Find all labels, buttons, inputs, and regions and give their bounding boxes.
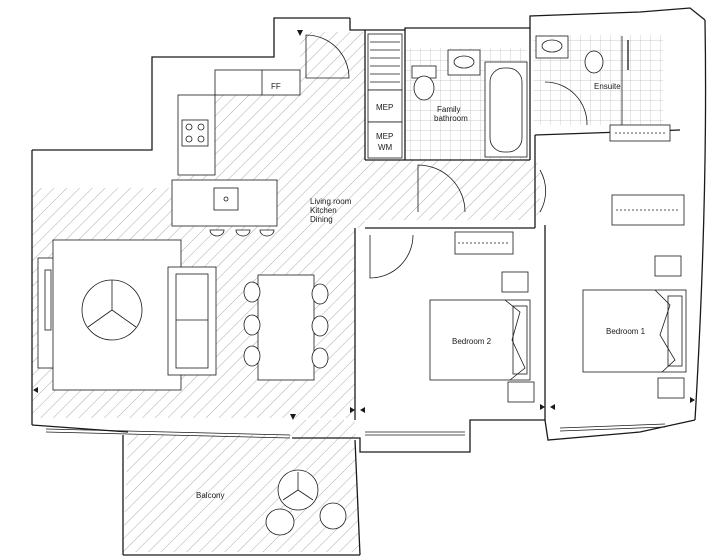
bedside-table — [657, 377, 685, 399]
door-corridor — [417, 164, 466, 213]
toilet-icon — [413, 75, 435, 101]
dining-chair-icon — [243, 314, 261, 336]
window-bedroom1 — [559, 423, 666, 429]
mep-cupboard — [367, 89, 403, 123]
bedroom2-label: Bedroom 2 — [452, 337, 492, 346]
dining-chair-icon — [243, 281, 261, 303]
mep-wm-cupboard — [367, 121, 403, 159]
balcony-label: Balcony — [196, 491, 224, 500]
family-bathroom-label: bathroom — [434, 114, 468, 123]
hob-icon — [181, 119, 209, 147]
outer-wall-left — [32, 17, 350, 151]
dining-chair-icon — [243, 345, 261, 367]
window-living-south-inner — [45, 431, 291, 439]
family-bathroom-fixtures: Family bathroom — [411, 49, 528, 158]
living-room-label: Living room — [310, 197, 352, 206]
basin-icon — [447, 49, 481, 76]
bedside-table — [501, 271, 529, 293]
bathtub-icon — [484, 61, 528, 158]
mep-label: MEP — [376, 103, 393, 112]
dining-chair-icon — [311, 315, 329, 337]
bar-stool-icon — [259, 229, 275, 237]
wardrobes — [454, 124, 685, 255]
basin-icon — [535, 35, 569, 59]
storage-shelving — [367, 33, 403, 91]
bar-stool-icon — [235, 229, 251, 237]
kitchen-tall-units — [214, 69, 301, 96]
bar-stool-icon — [209, 229, 225, 237]
door-bedroom1 — [539, 169, 546, 213]
pillows — [667, 295, 683, 367]
dining-chair-icon — [311, 347, 329, 369]
windows — [45, 423, 666, 439]
door-ensuite — [544, 81, 588, 126]
ensuite-label: Ensuite — [594, 82, 621, 91]
mep-label: MEP — [376, 132, 393, 141]
balcony-floor-hatch — [123, 420, 360, 552]
window-living-south — [45, 428, 291, 436]
window-bedroom1-inner — [559, 426, 666, 432]
bedroom1-furniture: Bedroom 1 — [582, 255, 687, 399]
bedroom2-furniture: Bedroom 2 — [429, 271, 535, 403]
kitchen-label: Kitchen — [310, 206, 337, 215]
outer-wall-top — [349, 7, 706, 31]
ensuite-fixtures: Ensuite — [535, 35, 629, 125]
dining-chair-icon — [311, 283, 329, 305]
dining-label: Dining — [310, 215, 333, 224]
bedside-table — [654, 255, 682, 277]
balcony-furniture: Balcony — [196, 469, 347, 536]
balcony-east-wall — [354, 439, 361, 556]
balcony-chair-icon — [319, 502, 347, 530]
outer-wall-right-curve — [694, 19, 707, 421]
utility-cupboards: MEP MEP WM — [367, 33, 403, 159]
outer-wall-south-right — [292, 419, 696, 453]
door-entrance — [305, 34, 350, 79]
living-furniture: Living room Kitchen Dining — [37, 197, 352, 391]
dining-table — [257, 274, 315, 381]
bedside-table — [507, 381, 535, 403]
doors — [305, 34, 588, 279]
toilet-icon — [584, 50, 604, 74]
bedroom1-label: Bedroom 1 — [606, 327, 646, 336]
family-bathroom-label: Family — [437, 105, 461, 114]
balcony-chair-icon — [265, 508, 295, 536]
pillows — [512, 305, 528, 375]
kitchen-units: FF — [171, 69, 301, 237]
kitchen-sink-icon — [213, 187, 239, 211]
washing-machine-label: WM — [378, 143, 393, 152]
door-bedroom2 — [369, 234, 414, 279]
fridge-freezer-label: FF — [271, 82, 281, 91]
dimension-markers — [33, 30, 695, 420]
walls — [31, 7, 707, 556]
